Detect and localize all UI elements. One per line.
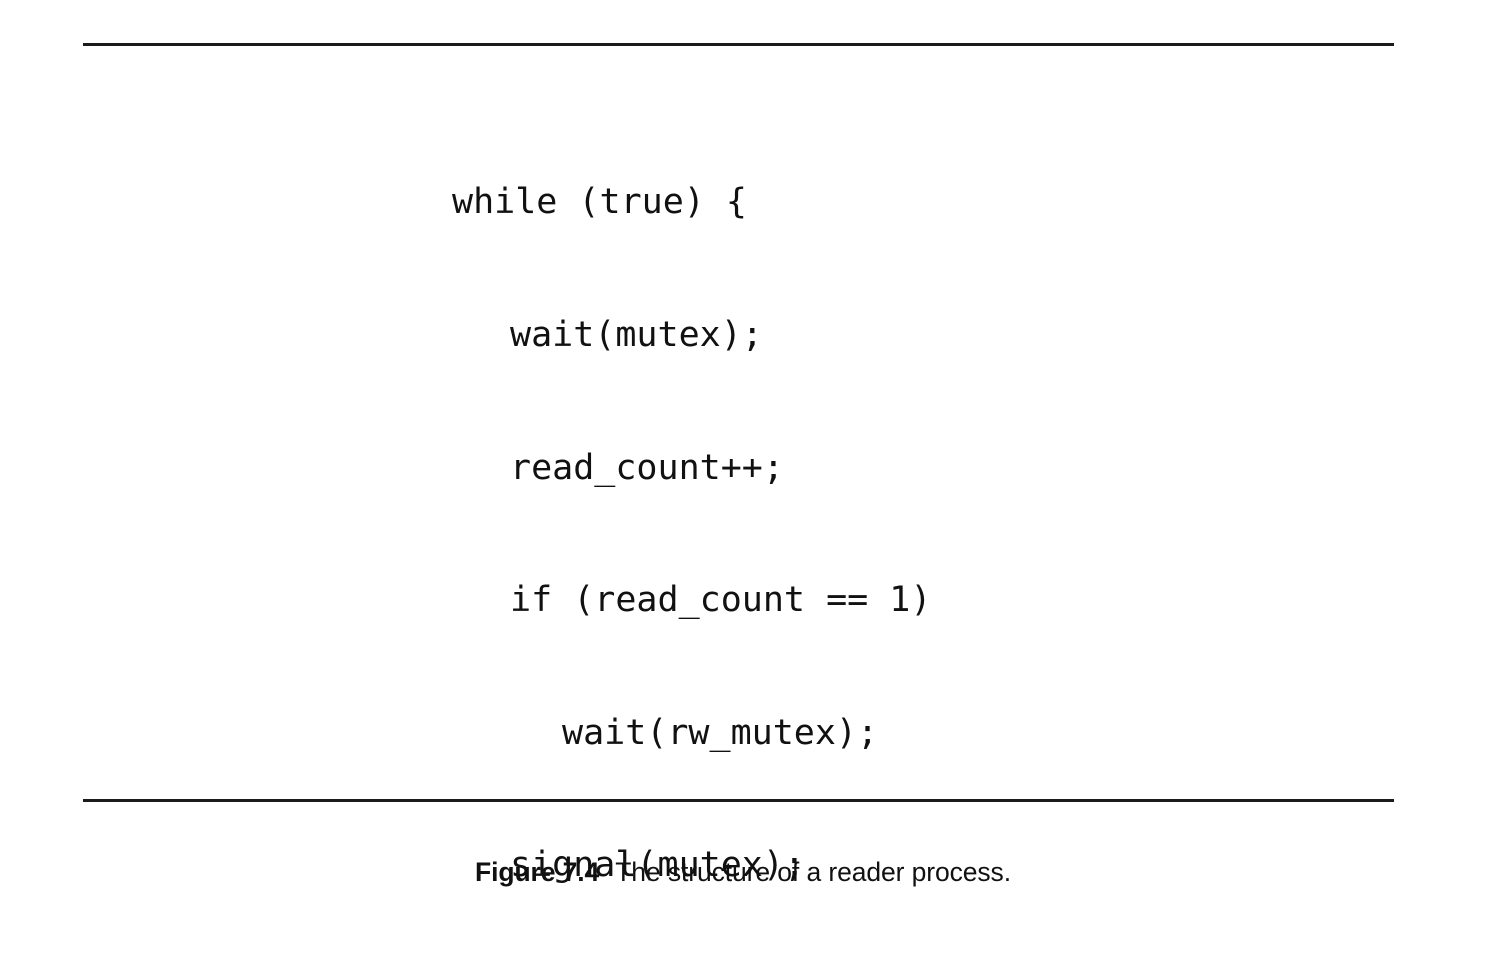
code-line: while (true) { <box>452 182 748 223</box>
figure-caption-text: The structure of a reader process. <box>615 857 1011 887</box>
top-divider-rule <box>83 43 1394 46</box>
code-line: signal(mutex); <box>510 845 806 886</box>
code-line: read_count++; <box>510 447 784 488</box>
code-line: wait(mutex); <box>510 315 763 355</box>
figure-caption: Figure 7.4 The structure of a reader proc… <box>0 857 1486 888</box>
code-line: wait(rw_mutex); <box>562 712 879 753</box>
figure-caption-label: Figure 7.4 <box>475 857 600 887</box>
bottom-divider-rule <box>83 799 1394 802</box>
code-line: if (read_count == 1) <box>510 580 932 621</box>
code-listing: while (true) { wait(mutex); read_count++… <box>452 92 1352 954</box>
